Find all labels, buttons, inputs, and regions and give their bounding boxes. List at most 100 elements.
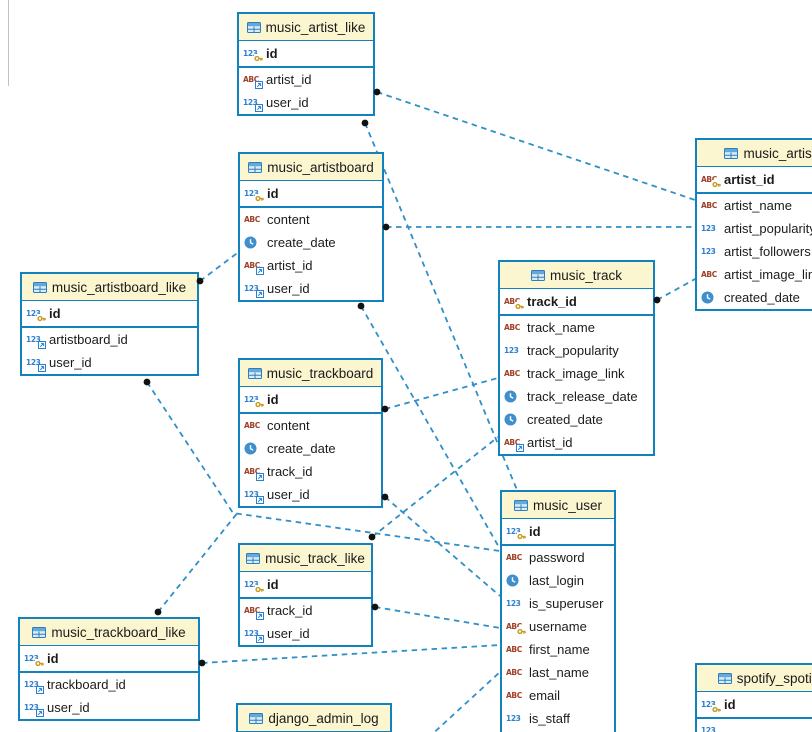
type-label: ABC [506, 621, 522, 631]
relation-line-django_admin_log.user_id[interactable] [428, 671, 501, 732]
type-label: 123 [24, 702, 39, 712]
table-title: music_trackboard_like [51, 624, 186, 640]
table-header[interactable]: spotify_spotify [697, 665, 812, 692]
column-name: artist_followers [724, 244, 811, 259]
type-label: 123 [244, 489, 259, 499]
table-header[interactable]: music_trackboard [240, 360, 381, 387]
table-header[interactable]: music_artist [697, 140, 812, 167]
relation-line-music_artistboard_like.artistboard_id[interactable] [199, 250, 241, 282]
table-header[interactable]: music_artist_like [239, 14, 373, 41]
table-header[interactable]: django_admin_log [238, 705, 390, 732]
relation-line-music_track_like.track_id[interactable] [371, 436, 499, 538]
column-row-create_date[interactable]: create_date [240, 231, 382, 254]
table-spotify_spotify[interactable]: spotify_spotify123id 123 [695, 663, 812, 732]
column-row-track_release_date[interactable]: track_release_date [500, 385, 653, 408]
type-label: 123 [24, 653, 39, 663]
foreign-key-icon [256, 612, 264, 620]
table-header[interactable]: music_track_like [240, 545, 371, 572]
table-header[interactable]: music_track [500, 262, 653, 289]
table-title: music_artistboard_like [51, 279, 187, 295]
relation-line-music_artist_like.user_id[interactable] [364, 122, 518, 491]
datetime-type-icon [701, 291, 714, 304]
string-type-icon: ABC [504, 320, 523, 335]
numeric-type-icon: 123 [506, 596, 525, 611]
column-row-create_date[interactable]: create_date [240, 437, 381, 460]
table-header[interactable]: music_artistboard_like [22, 274, 197, 301]
relation-line-music_artistboard_like.user_id[interactable] [146, 381, 501, 552]
column-name: artist_id [527, 435, 573, 450]
table-header[interactable]: music_trackboard_like [20, 619, 198, 646]
type-label: 123 [701, 223, 716, 233]
column-row-artist_name[interactable]: ABC artist_name [697, 194, 812, 217]
type-label: ABC [504, 322, 520, 332]
column-row-partial[interactable]: 123 [697, 719, 812, 732]
column-name: artist_name [724, 198, 792, 213]
relation-line-music_track_like.user_id[interactable] [374, 606, 501, 629]
column-row-last_login[interactable]: last_login [502, 569, 614, 592]
table-icon [248, 161, 263, 173]
column-row-created_date[interactable]: created_date [500, 408, 653, 431]
table-header[interactable]: music_artistboard [240, 154, 382, 181]
string-type-icon: ABC [701, 198, 720, 213]
relation-line-music_trackboard.user_id[interactable] [384, 496, 501, 597]
relation-line-music_track.artist_id[interactable] [656, 277, 698, 301]
relation-line-music_trackboard_like.trackboard_id[interactable] [157, 510, 240, 613]
relation-line-music_artistboard.user_id[interactable] [360, 305, 501, 550]
table-header[interactable]: music_user [502, 492, 614, 519]
column-name: content [267, 418, 310, 433]
foreign-key-badge [256, 496, 264, 504]
table-django_admin_log[interactable]: django_admin_log [236, 703, 392, 732]
string-type-icon: ABC [506, 619, 526, 636]
column-row-created_date[interactable]: created_date [697, 286, 812, 309]
type-label: ABC [701, 269, 717, 279]
